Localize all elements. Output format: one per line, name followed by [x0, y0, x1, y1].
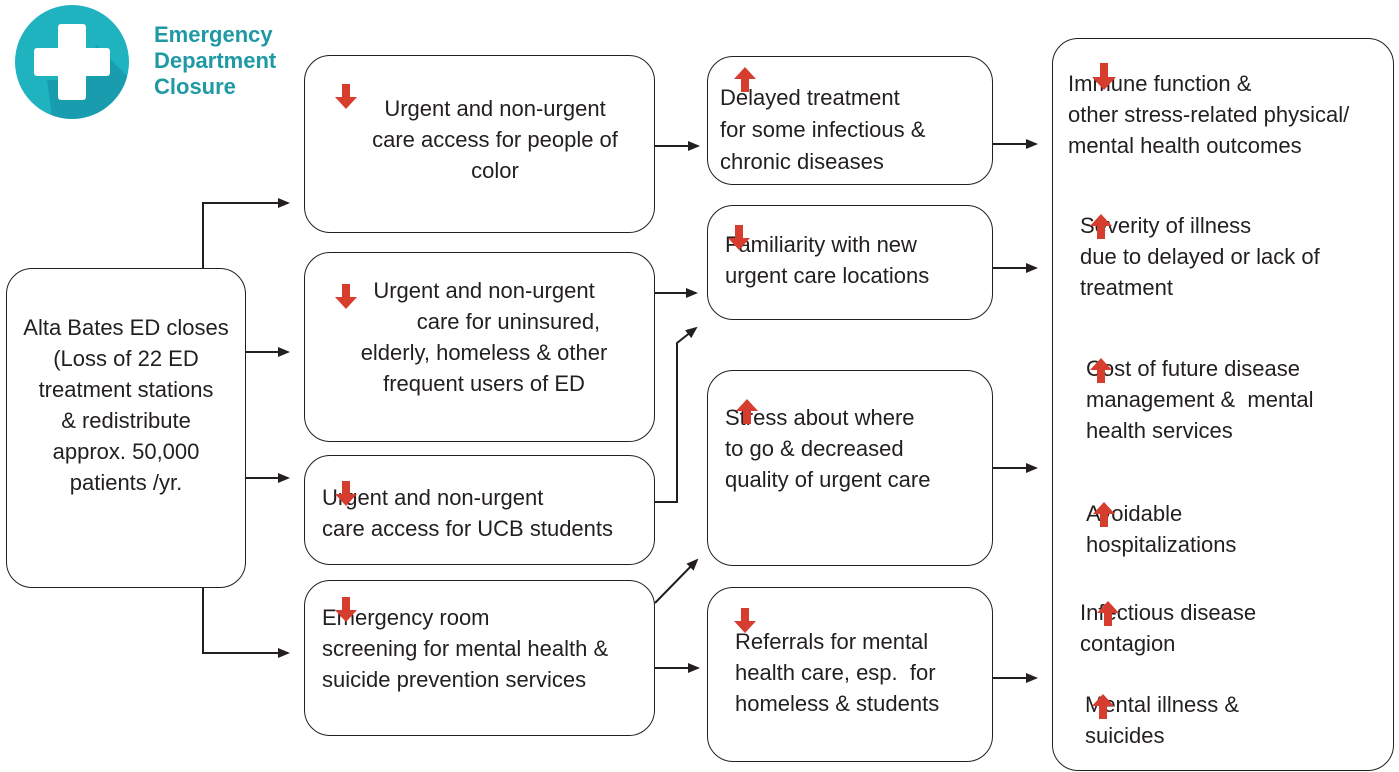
connector-access-3-to-effect-2 [655, 326, 698, 503]
effect-text-1: Delayed treatment for some infectious & … [720, 85, 926, 174]
connector-access-4-to-effect-3 [654, 558, 699, 604]
connector-source-to-access-4 [202, 588, 290, 658]
outcome-text-6: Mental illness & suicides [1085, 692, 1240, 748]
arrow-up-icon [1090, 214, 1112, 239]
access-box-3 [304, 455, 655, 565]
arrow-up-icon [736, 399, 758, 424]
effect-box-3 [707, 370, 993, 566]
effect-text-2: Familiarity with new urgent care locatio… [725, 232, 930, 288]
connector-source-to-access-1 [202, 198, 290, 268]
effect-box-2 [707, 205, 993, 320]
arrow-down-icon [335, 481, 357, 506]
outcome-text-2: Severity of illness due to delayed or la… [1080, 213, 1320, 300]
arrow-up-icon [1092, 694, 1114, 719]
arrow-down-icon [728, 225, 750, 250]
arrow-down-icon [734, 608, 756, 633]
outcomes-box [1052, 38, 1394, 771]
effect-text-3: Stress about where to go & decreased qua… [725, 405, 931, 492]
access-box-4 [304, 580, 655, 736]
effect-box-1 [707, 56, 993, 185]
effect-text-4: Referrals for mental health care, esp. f… [735, 629, 940, 716]
source-text: Alta Bates ED closes (Loss of 22 ED trea… [23, 315, 229, 495]
access-text-4: Emergency room screening for mental heal… [322, 605, 609, 692]
arrow-up-icon [1093, 502, 1115, 527]
effect-box-4 [707, 587, 993, 762]
arrow-down-icon [335, 597, 357, 622]
arrow-up-icon [1090, 358, 1112, 383]
access-text-3: Urgent and non-urgent care access for UC… [322, 485, 614, 541]
diagram-title: Emergency Department Closure [154, 22, 277, 99]
outcome-text-1: Immune function & other stress-related p… [1068, 71, 1350, 158]
arrow-down-icon [335, 284, 357, 309]
arrow-down-icon [1092, 63, 1116, 90]
arrow-up-icon [734, 67, 756, 92]
source-box [6, 268, 246, 588]
medical-cross-icon [15, 5, 129, 119]
access-box-1 [304, 55, 655, 233]
arrow-down-icon [335, 84, 357, 109]
outcome-text-3: Cost of future disease management & ment… [1086, 356, 1314, 443]
access-text-2: Urgent and non-urgent care for uninsured… [360, 278, 608, 396]
arrow-up-icon [1097, 601, 1119, 626]
access-box-2 [304, 252, 655, 442]
outcome-text-5: Infectious disease contagion [1080, 600, 1257, 656]
access-text-1: Urgent and non-urgent care access for pe… [372, 96, 618, 183]
